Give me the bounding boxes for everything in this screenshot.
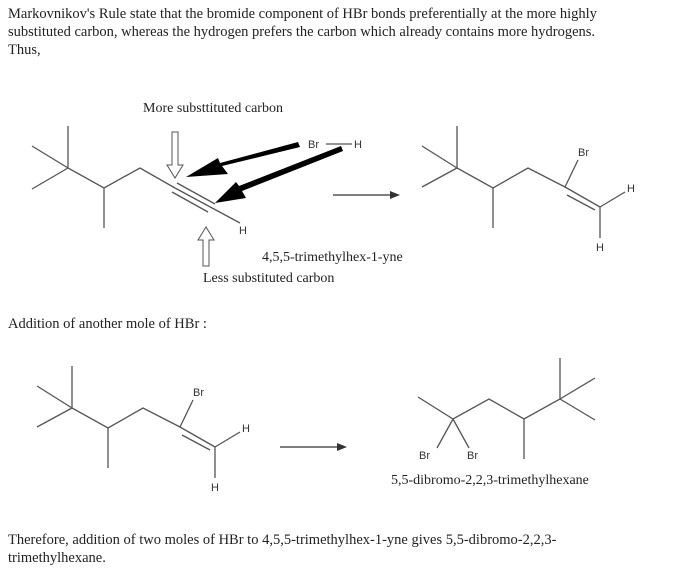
intro-line-1: Markovnikov's Rule state that the bromid…	[8, 6, 597, 22]
reactant-h-label: H	[211, 482, 219, 494]
hollow-arrow-up-icon	[197, 226, 215, 267]
product-h-label: H	[627, 183, 635, 195]
vinyl-bromide-product-structure: Br H H	[421, 126, 635, 254]
electron-arrow-h-icon	[215, 146, 343, 203]
reaction-arrow-icon	[280, 443, 347, 451]
reactant-name: 4,5,5-trimethylhex-1-yne	[262, 250, 403, 265]
product-br-label: Br	[419, 450, 430, 462]
reagent-h-label: H	[354, 139, 362, 151]
reactant-br-label: Br	[193, 387, 204, 399]
product-h-label: H	[596, 242, 604, 254]
conclusion-line-1: Therefore, addition of two moles of HBr …	[8, 532, 557, 548]
dibromide-product-structure: Br Br	[417, 358, 596, 462]
conclusion-line-2: trimethylhexane.	[8, 550, 106, 566]
section-heading: Addition of another mole of HBr :	[8, 316, 207, 332]
reaction-arrow-icon	[333, 191, 400, 199]
hollow-arrow-down-icon	[166, 131, 184, 179]
reagent-br-label: Br	[308, 139, 319, 151]
electron-arrow-br-icon	[186, 142, 300, 177]
intro-line-3: Thus,	[8, 42, 41, 58]
product-br-label: Br	[578, 147, 589, 159]
less-substituted-label: Less substituted carbon	[203, 271, 334, 286]
terminal-h-label: H	[239, 225, 247, 237]
reactant-alkyne-structure: H	[31, 126, 247, 237]
product-name: 5,5-dibromo-2,2,3-trimethylhexane	[391, 473, 589, 488]
more-substituted-label: More substtituted carbon	[143, 101, 283, 116]
reactant-h-label: H	[242, 423, 250, 435]
product-br-label: Br	[467, 450, 478, 462]
vinyl-bromide-reactant-structure: Br H H	[36, 366, 250, 494]
intro-line-2: substituted carbon, whereas the hydrogen…	[8, 24, 596, 40]
